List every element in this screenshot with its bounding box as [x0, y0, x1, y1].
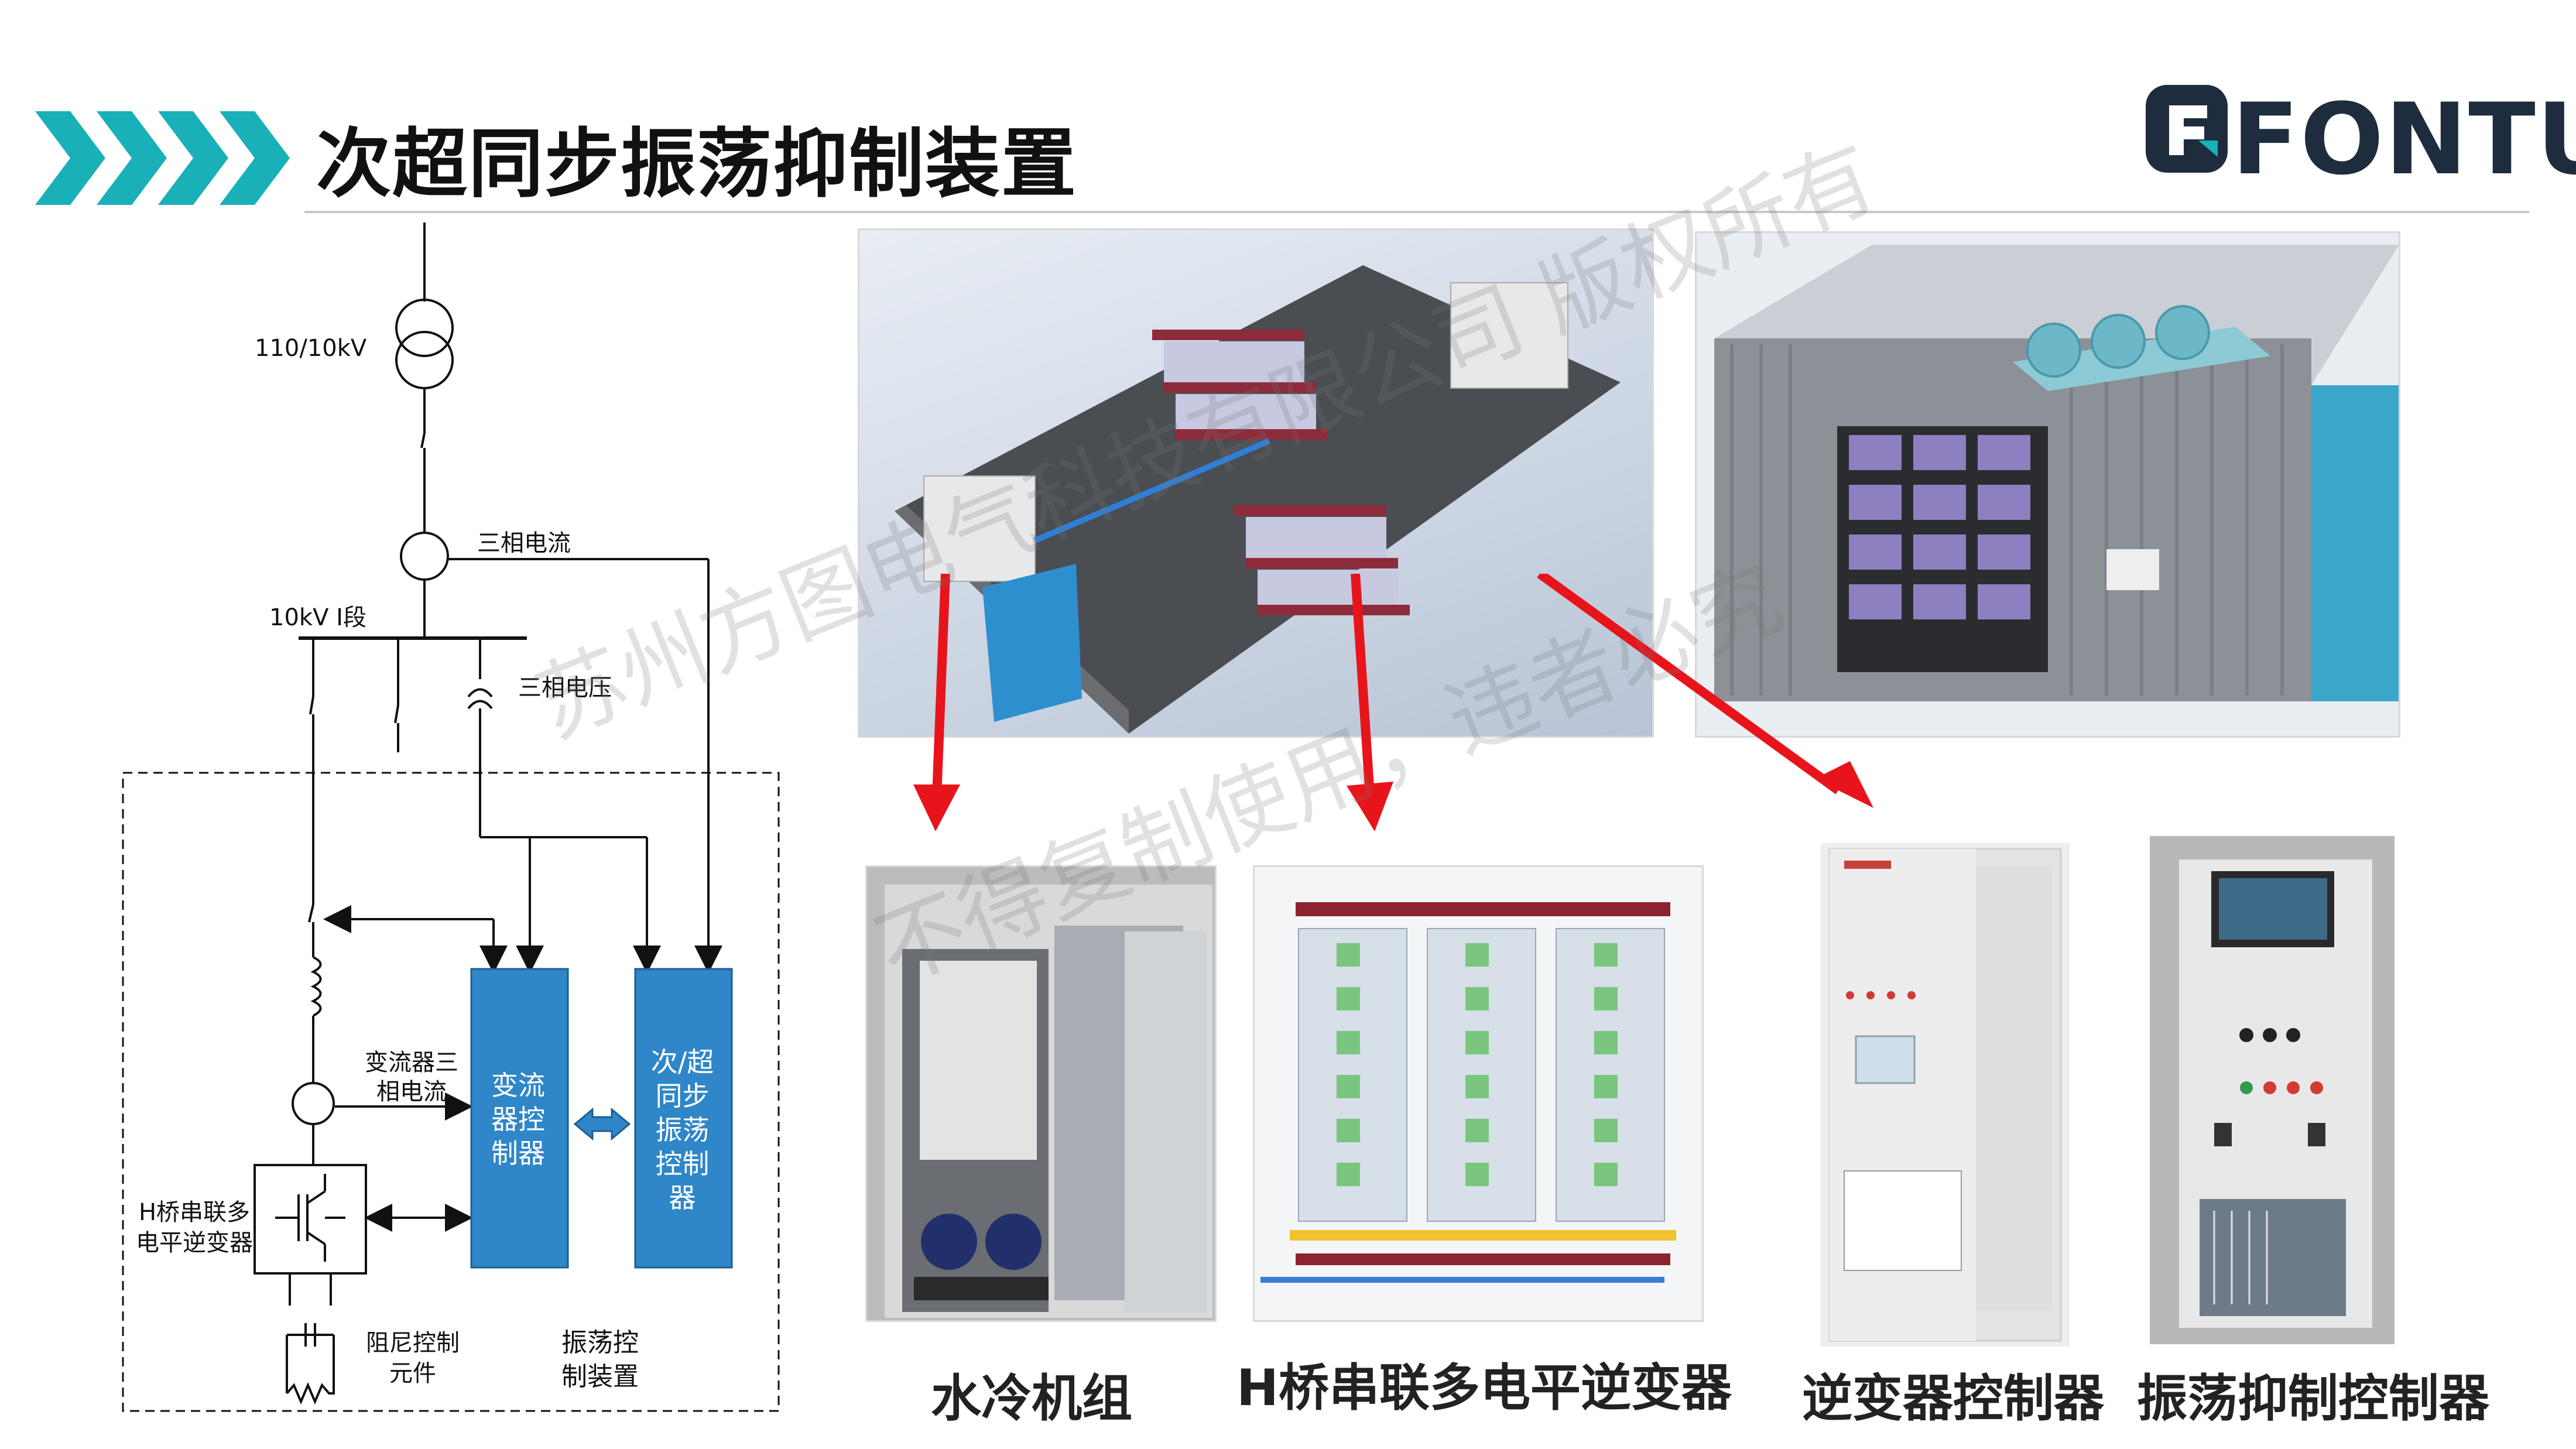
water-cooling-unit-image — [865, 865, 1217, 1322]
converter-current-label: 变流器三相电流 — [365, 1049, 458, 1105]
hbridge-diagram-label: H桥串联多电平逆变器 — [136, 1199, 253, 1256]
single-line-diagram — [122, 222, 780, 1412]
ssr-controller-box: 次/超同步振荡控制器 — [650, 1046, 714, 1214]
device-label: 振荡控制装置 — [561, 1328, 639, 1392]
header-divider — [304, 211, 2529, 213]
converter-controller-box: 变流器控制器 — [491, 1070, 545, 1169]
caption-water-cooling: 水冷机组 — [931, 1369, 1132, 1428]
h-bridge-inverter-image — [1253, 865, 1704, 1322]
fontu-logo-icon — [2146, 85, 2228, 173]
oscillation-controller-image — [2150, 836, 2395, 1344]
page-title: 次超同步振荡抑制装置 — [316, 121, 1078, 208]
logo-text: FONTU — [2232, 82, 2576, 197]
bus-label: 10kV Ⅰ段 — [269, 604, 366, 631]
red-pointer-arrows — [913, 574, 1873, 831]
caption-oscillation-controller: 振荡抑制控制器 — [2137, 1369, 2489, 1428]
caption-hbridge: H桥串联多电平逆变器 — [1236, 1359, 1732, 1417]
container-interior-image — [858, 228, 1654, 738]
ct-label: 三相电流 — [477, 530, 571, 557]
chevron-arrows-icon — [35, 111, 290, 205]
transformer-label: 110/10kV — [255, 335, 367, 362]
vt-label: 三相电压 — [518, 674, 612, 701]
damping-label: 阻尼控制元件 — [366, 1330, 460, 1387]
inverter-controller-image — [1821, 843, 2070, 1347]
caption-inverter-controller: 逆变器控制器 — [1802, 1369, 2104, 1428]
container-exterior-image — [1695, 231, 2400, 738]
